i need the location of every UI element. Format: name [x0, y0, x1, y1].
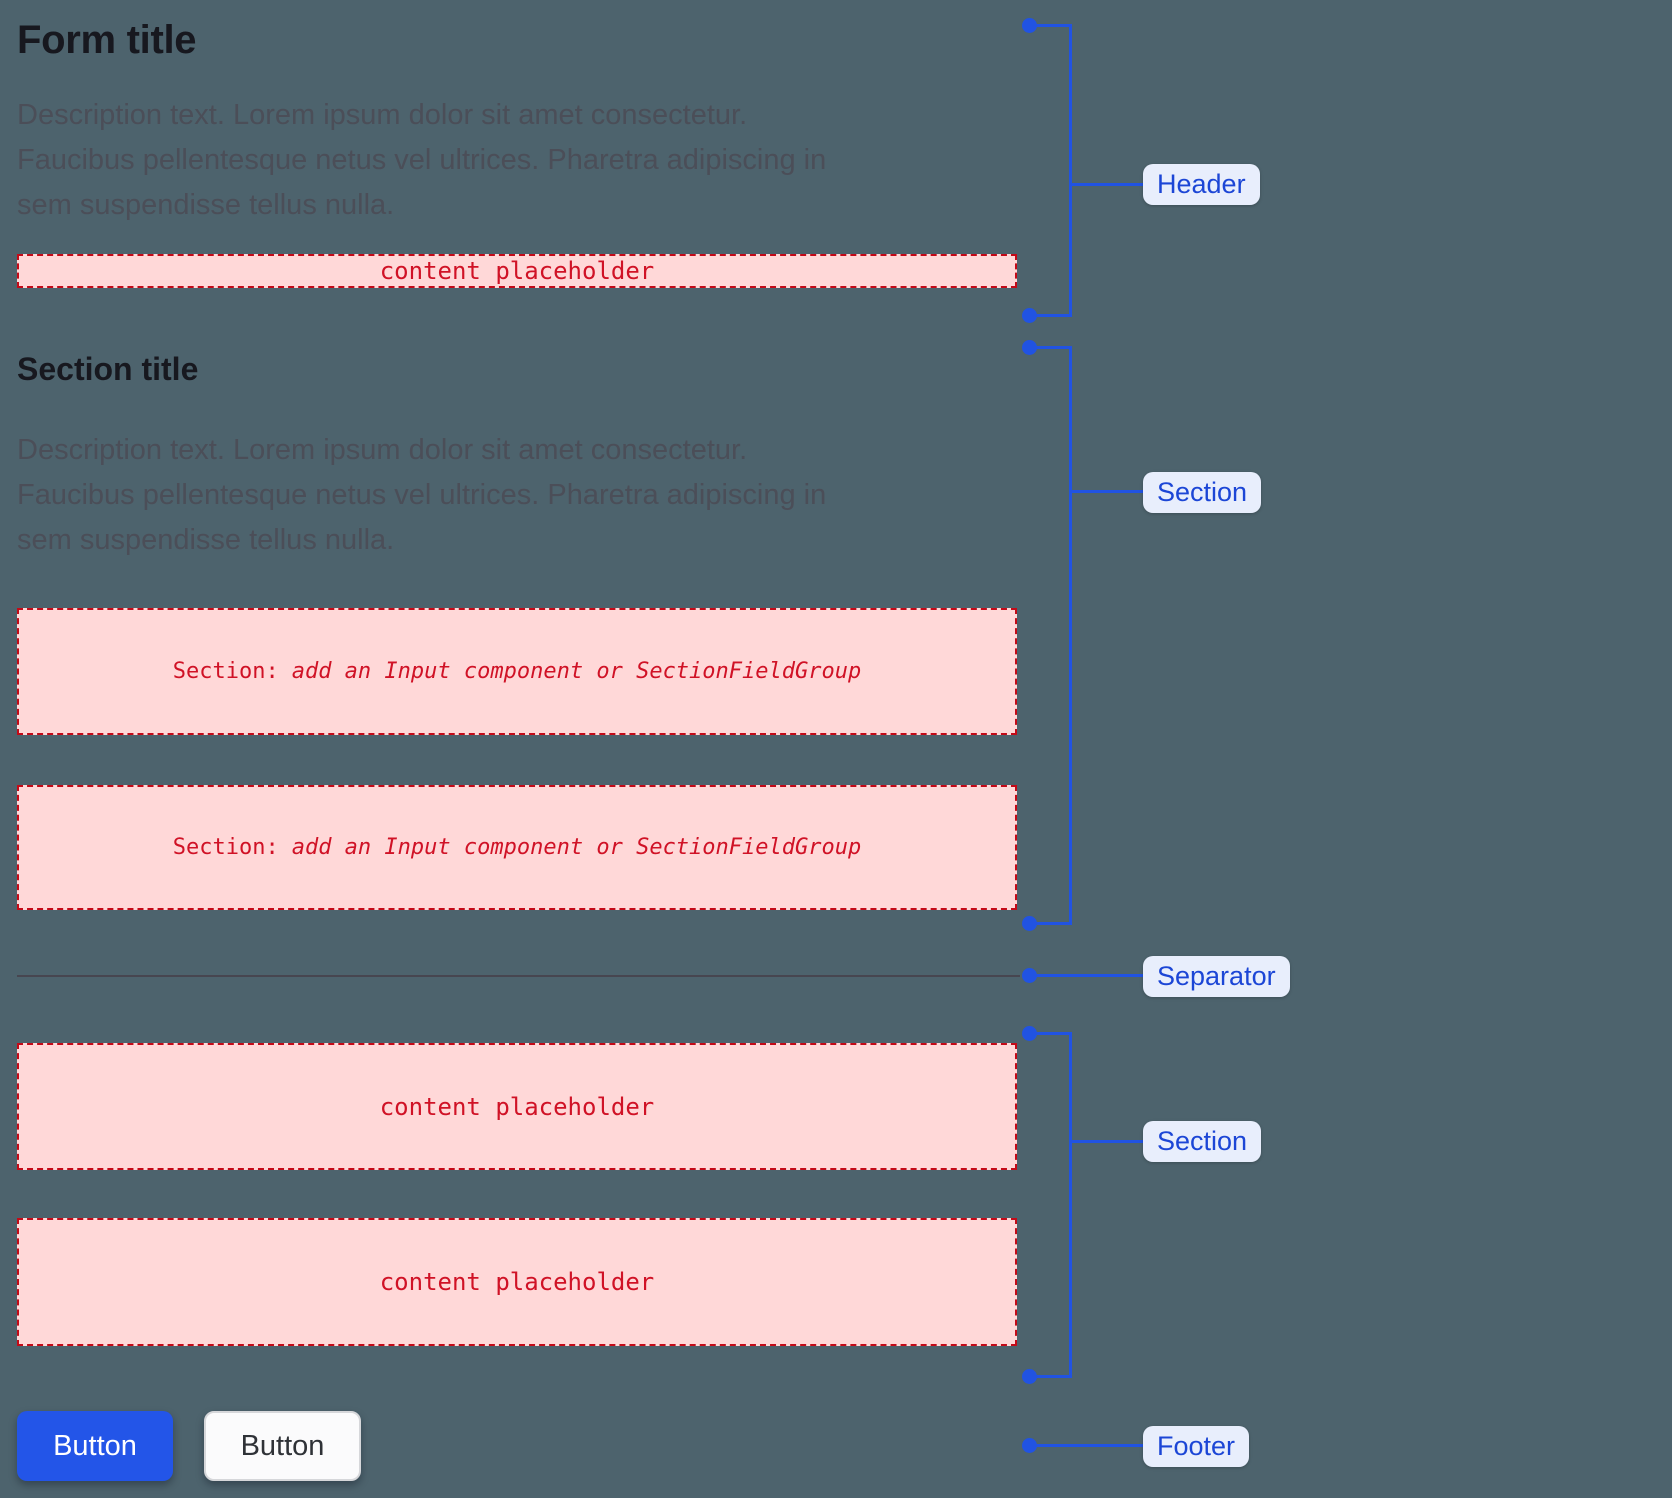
section-description: Description text. Lorem ipsum dolor sit …: [17, 428, 826, 563]
bracket-dot: [1022, 1438, 1037, 1453]
section-fieldgroup-placeholder-1: Section: add an Input component or Secti…: [17, 608, 1017, 735]
bracket-line: [1030, 314, 1072, 317]
bracket-connector: [1072, 490, 1143, 493]
header-content-placeholder: content placeholder: [17, 254, 1017, 288]
bracket-dot: [1022, 968, 1037, 983]
annotation-label-separator: Separator: [1143, 956, 1290, 997]
bracket-connector: [1072, 1140, 1143, 1143]
form-description-line: sem suspendisse tellus nulla.: [17, 189, 395, 221]
bracket-connector: [1072, 183, 1143, 186]
bracket-dot: [1022, 916, 1037, 931]
placeholder-text: add an Input component or SectionFieldGr…: [291, 835, 862, 860]
bracket-dot: [1022, 1026, 1037, 1041]
bracket-dot: [1022, 1369, 1037, 1384]
bracket-line: [1030, 346, 1072, 349]
annotation-label-section-2: Section: [1143, 1121, 1262, 1162]
bracket-line: [1069, 1032, 1072, 1378]
annotation-label-footer: Footer: [1143, 1426, 1250, 1467]
bracket-dot: [1022, 308, 1037, 323]
section-fieldgroup-placeholder-2: Section: add an Input component or Secti…: [17, 785, 1017, 910]
bracket-connector: [1036, 974, 1143, 977]
placeholder-text: content placeholder: [379, 1268, 655, 1296]
section-description-line: Faucibus pellentesque netus vel ultrices…: [17, 479, 827, 511]
placeholder-text: add an Input component or SectionFieldGr…: [291, 659, 862, 684]
bracket-dot: [1022, 18, 1037, 33]
bracket-connector: [1036, 1444, 1143, 1447]
placeholder-prefix: Section:: [172, 659, 279, 684]
section2-content-placeholder-2: content placeholder: [17, 1218, 1017, 1346]
bracket-line: [1030, 1032, 1072, 1035]
section-description-line: Description text. Lorem ipsum dolor sit …: [17, 434, 748, 466]
separator-line: [17, 975, 1020, 977]
bracket-line: [1030, 24, 1072, 27]
section2-content-placeholder-1: content placeholder: [17, 1043, 1017, 1170]
bracket-line: [1069, 346, 1072, 925]
section-description-line: sem suspendisse tellus nulla.: [17, 524, 395, 556]
placeholder-prefix: Section:: [172, 835, 279, 860]
bracket-line: [1069, 24, 1072, 317]
form-title: Form title: [17, 18, 197, 62]
secondary-button[interactable]: Button: [204, 1411, 361, 1481]
header-content-placeholder-text: content placeholder: [379, 257, 655, 285]
bracket-line: [1030, 922, 1072, 925]
primary-button[interactable]: Button: [17, 1411, 173, 1481]
bracket-line: [1030, 1375, 1072, 1378]
bracket-dot: [1022, 340, 1037, 355]
annotation-label-section-1: Section: [1143, 472, 1262, 513]
form-description: Description text. Lorem ipsum dolor sit …: [17, 93, 826, 228]
section-title: Section title: [17, 351, 199, 387]
form-description-line: Faucibus pellentesque netus vel ultrices…: [17, 144, 827, 176]
placeholder-text: content placeholder: [379, 1092, 655, 1121]
annotation-label-header: Header: [1143, 164, 1260, 205]
form-description-line: Description text. Lorem ipsum dolor sit …: [17, 99, 748, 131]
